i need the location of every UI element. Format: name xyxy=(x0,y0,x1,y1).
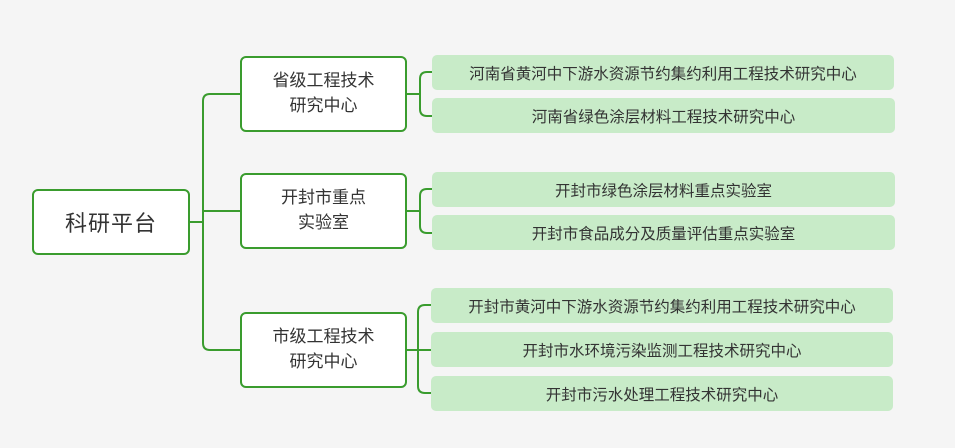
leaf-label: 开封市水环境污染监测工程技术研究中心 xyxy=(522,341,802,360)
leaf-node[interactable]: 开封市污水处理工程技术研究中心 xyxy=(431,376,893,411)
leaf-label: 开封市污水处理工程技术研究中心 xyxy=(545,385,779,404)
leaf-label: 开封市食品成分及质量评估重点实验室 xyxy=(531,224,796,243)
branch-1-to-leaf-1-line xyxy=(419,71,433,95)
root-label: 科研平台 xyxy=(64,212,157,237)
branch-label: 市级工程技术 研究中心 xyxy=(272,327,375,372)
leaf-label: 开封市绿色涂层材料重点实验室 xyxy=(554,181,772,200)
branch-node-provincial-center[interactable]: 省级工程技术 研究中心 xyxy=(240,56,407,132)
branch-3-to-leaf-1-line xyxy=(417,304,432,351)
leaf-label: 开封市黄河中下游水资源节约集约利用工程技术研究中心 xyxy=(468,297,856,316)
leaf-node[interactable]: 开封市食品成分及质量评估重点实验室 xyxy=(432,215,895,250)
branch-node-key-laboratory[interactable]: 开封市重点 实验室 xyxy=(240,173,407,249)
root-node[interactable]: 科研平台 xyxy=(32,189,190,255)
leaf-label: 河南省绿色涂层材料工程技术研究中心 xyxy=(531,107,796,126)
leaf-node[interactable]: 开封市黄河中下游水资源节约集约利用工程技术研究中心 xyxy=(431,288,893,323)
leaf-node[interactable]: 河南省黄河中下游水资源节约集约利用工程技术研究中心 xyxy=(432,55,894,90)
leaf-node[interactable]: 开封市绿色涂层材料重点实验室 xyxy=(432,172,895,207)
leaf-node[interactable]: 开封市水环境污染监测工程技术研究中心 xyxy=(431,332,893,367)
root-to-branch-2-line xyxy=(202,210,241,223)
branch-2-to-leaf-1-line xyxy=(419,188,433,212)
leaf-label: 河南省黄河中下游水资源节约集约利用工程技术研究中心 xyxy=(469,64,857,83)
leaf-node[interactable]: 河南省绿色涂层材料工程技术研究中心 xyxy=(432,98,895,133)
branch-1-to-leaf-2-line xyxy=(419,93,433,117)
branch-label: 省级工程技术 研究中心 xyxy=(272,71,375,116)
root-to-branch-3-line xyxy=(202,221,241,351)
branch-label: 开封市重点 实验室 xyxy=(281,188,366,233)
root-to-branch-1-line xyxy=(202,93,241,223)
branch-2-to-leaf-2-line xyxy=(419,210,433,234)
branch-node-municipal-center[interactable]: 市级工程技术 研究中心 xyxy=(240,312,407,388)
branch-3-to-leaf-3-line xyxy=(417,349,432,394)
